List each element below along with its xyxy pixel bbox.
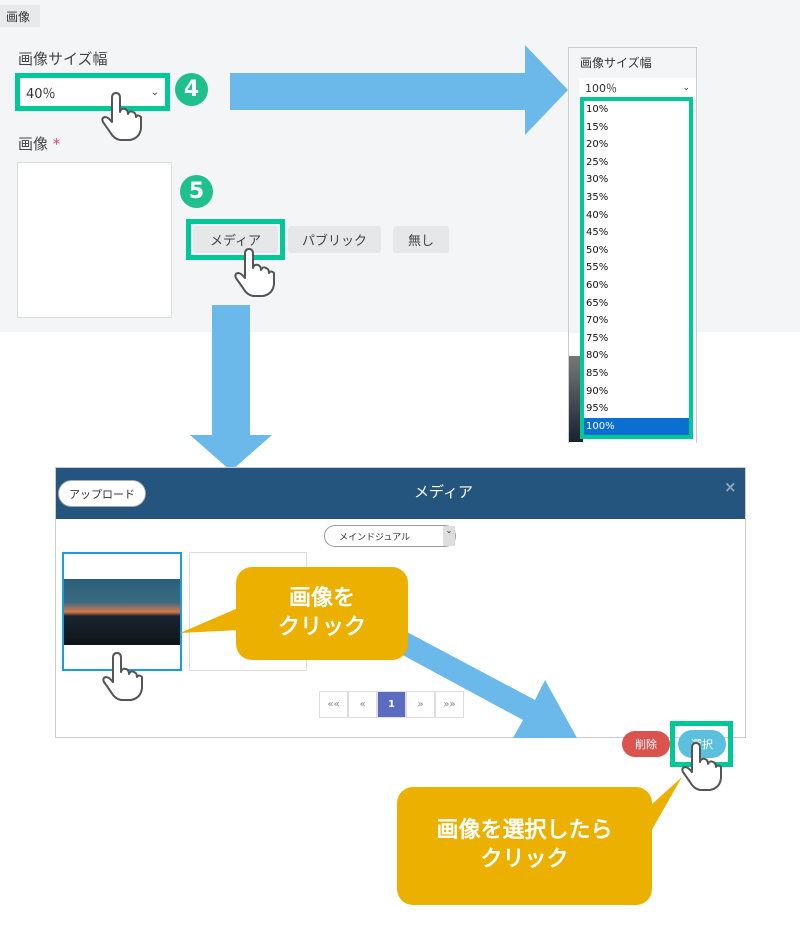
page-last[interactable]: »» bbox=[435, 691, 464, 718]
dropdown-select[interactable]: 100％ ⌄ bbox=[579, 78, 696, 98]
chevron-down-icon: ⌄ bbox=[150, 86, 159, 98]
media-button[interactable]: メディア bbox=[193, 226, 278, 253]
select-button[interactable]: 選択 bbox=[678, 730, 726, 758]
size-value: 40％ bbox=[26, 86, 56, 102]
delete-button[interactable]: 削除 bbox=[622, 731, 670, 757]
size-option[interactable]: 70% bbox=[586, 315, 609, 327]
image-fragment bbox=[569, 356, 583, 442]
size-option[interactable]: 95% bbox=[586, 403, 609, 415]
page-prev[interactable]: « bbox=[348, 691, 377, 718]
none-button[interactable]: 無し bbox=[393, 226, 449, 253]
hand-cursor-icon bbox=[101, 92, 142, 141]
size-option[interactable]: 60% bbox=[586, 279, 609, 291]
callout-line: 画像を bbox=[288, 585, 355, 611]
step-badge-4: 4 bbox=[175, 73, 208, 106]
callout-line: 画像を選択したら bbox=[436, 818, 613, 844]
size-option[interactable]: 10% bbox=[586, 104, 609, 115]
size-option[interactable]: 25% bbox=[586, 156, 609, 168]
landscape-image bbox=[64, 579, 180, 645]
size-label: 画像サイズ幅 bbox=[18, 50, 108, 68]
size-option[interactable]: 100% bbox=[584, 417, 689, 436]
upload-button[interactable]: アップロード bbox=[58, 480, 146, 507]
folder-value: メインドジュアル bbox=[339, 532, 411, 543]
hand-cursor-icon bbox=[234, 248, 275, 297]
image-label: 画像 * bbox=[18, 133, 60, 154]
size-option[interactable]: 80% bbox=[586, 350, 609, 362]
arrow-diagonal bbox=[397, 632, 577, 738]
modal-title: メディア bbox=[414, 483, 473, 501]
pagination: «« « 1 » »» bbox=[319, 691, 464, 718]
page-next[interactable]: » bbox=[406, 691, 435, 718]
size-option[interactable]: 85% bbox=[586, 367, 609, 379]
page-1[interactable]: 1 bbox=[377, 691, 406, 718]
size-option[interactable]: 55% bbox=[586, 262, 609, 274]
modal-header bbox=[56, 468, 745, 519]
size-option[interactable]: 90% bbox=[586, 385, 609, 397]
callout-line: クリック bbox=[277, 614, 366, 640]
size-option[interactable]: 40% bbox=[586, 209, 609, 221]
hand-cursor-icon bbox=[102, 652, 143, 701]
hand-cursor-icon bbox=[681, 742, 722, 791]
step-badge-5: 5 bbox=[180, 175, 213, 208]
size-select[interactable]: 40％ ⌄ bbox=[20, 78, 165, 106]
size-option[interactable]: 50% bbox=[586, 244, 609, 256]
arrow-down bbox=[190, 305, 272, 471]
folder-select[interactable]: メインドジュアル ⌄ bbox=[324, 525, 456, 547]
size-option[interactable]: 20% bbox=[586, 139, 609, 151]
callout-line: クリック bbox=[480, 847, 569, 872]
callout-pointer bbox=[180, 608, 240, 633]
image-preview bbox=[17, 162, 172, 318]
public-button[interactable]: パブリック bbox=[288, 226, 381, 253]
image-label-text: 画像 bbox=[18, 135, 49, 153]
chevron-down-icon: ⌄ bbox=[682, 83, 690, 93]
dropdown-label: 画像サイズ幅 bbox=[580, 56, 652, 70]
size-option[interactable]: 35% bbox=[586, 191, 609, 203]
chevron-down-icon: ⌄ bbox=[443, 526, 455, 546]
size-option[interactable]: 45% bbox=[586, 227, 609, 239]
tab-image[interactable]: 画像 bbox=[0, 5, 40, 27]
size-option[interactable]: 30% bbox=[586, 174, 609, 186]
arrow-right bbox=[230, 45, 568, 135]
callout-click-image: 画像をクリック bbox=[236, 567, 408, 660]
page-first[interactable]: «« bbox=[319, 691, 348, 718]
options-list: 10% 15% 20% 25% 30% 35% 40% 45% 50% 55% 60% 65% 70% 7… bbox=[580, 97, 693, 439]
media-thumbnail[interactable] bbox=[62, 552, 182, 671]
dropdown-value: 100％ bbox=[585, 82, 617, 95]
size-option[interactable]: 65% bbox=[586, 297, 609, 309]
size-option[interactable]: 15% bbox=[586, 121, 609, 133]
highlight-frame bbox=[15, 73, 170, 111]
close-icon[interactable]: × bbox=[724, 478, 737, 496]
size-option[interactable]: 75% bbox=[586, 332, 609, 344]
required-mark: * bbox=[52, 135, 61, 153]
highlight-frame bbox=[186, 219, 285, 260]
callout-after-select: 画像を選択したらクリック bbox=[397, 787, 652, 905]
